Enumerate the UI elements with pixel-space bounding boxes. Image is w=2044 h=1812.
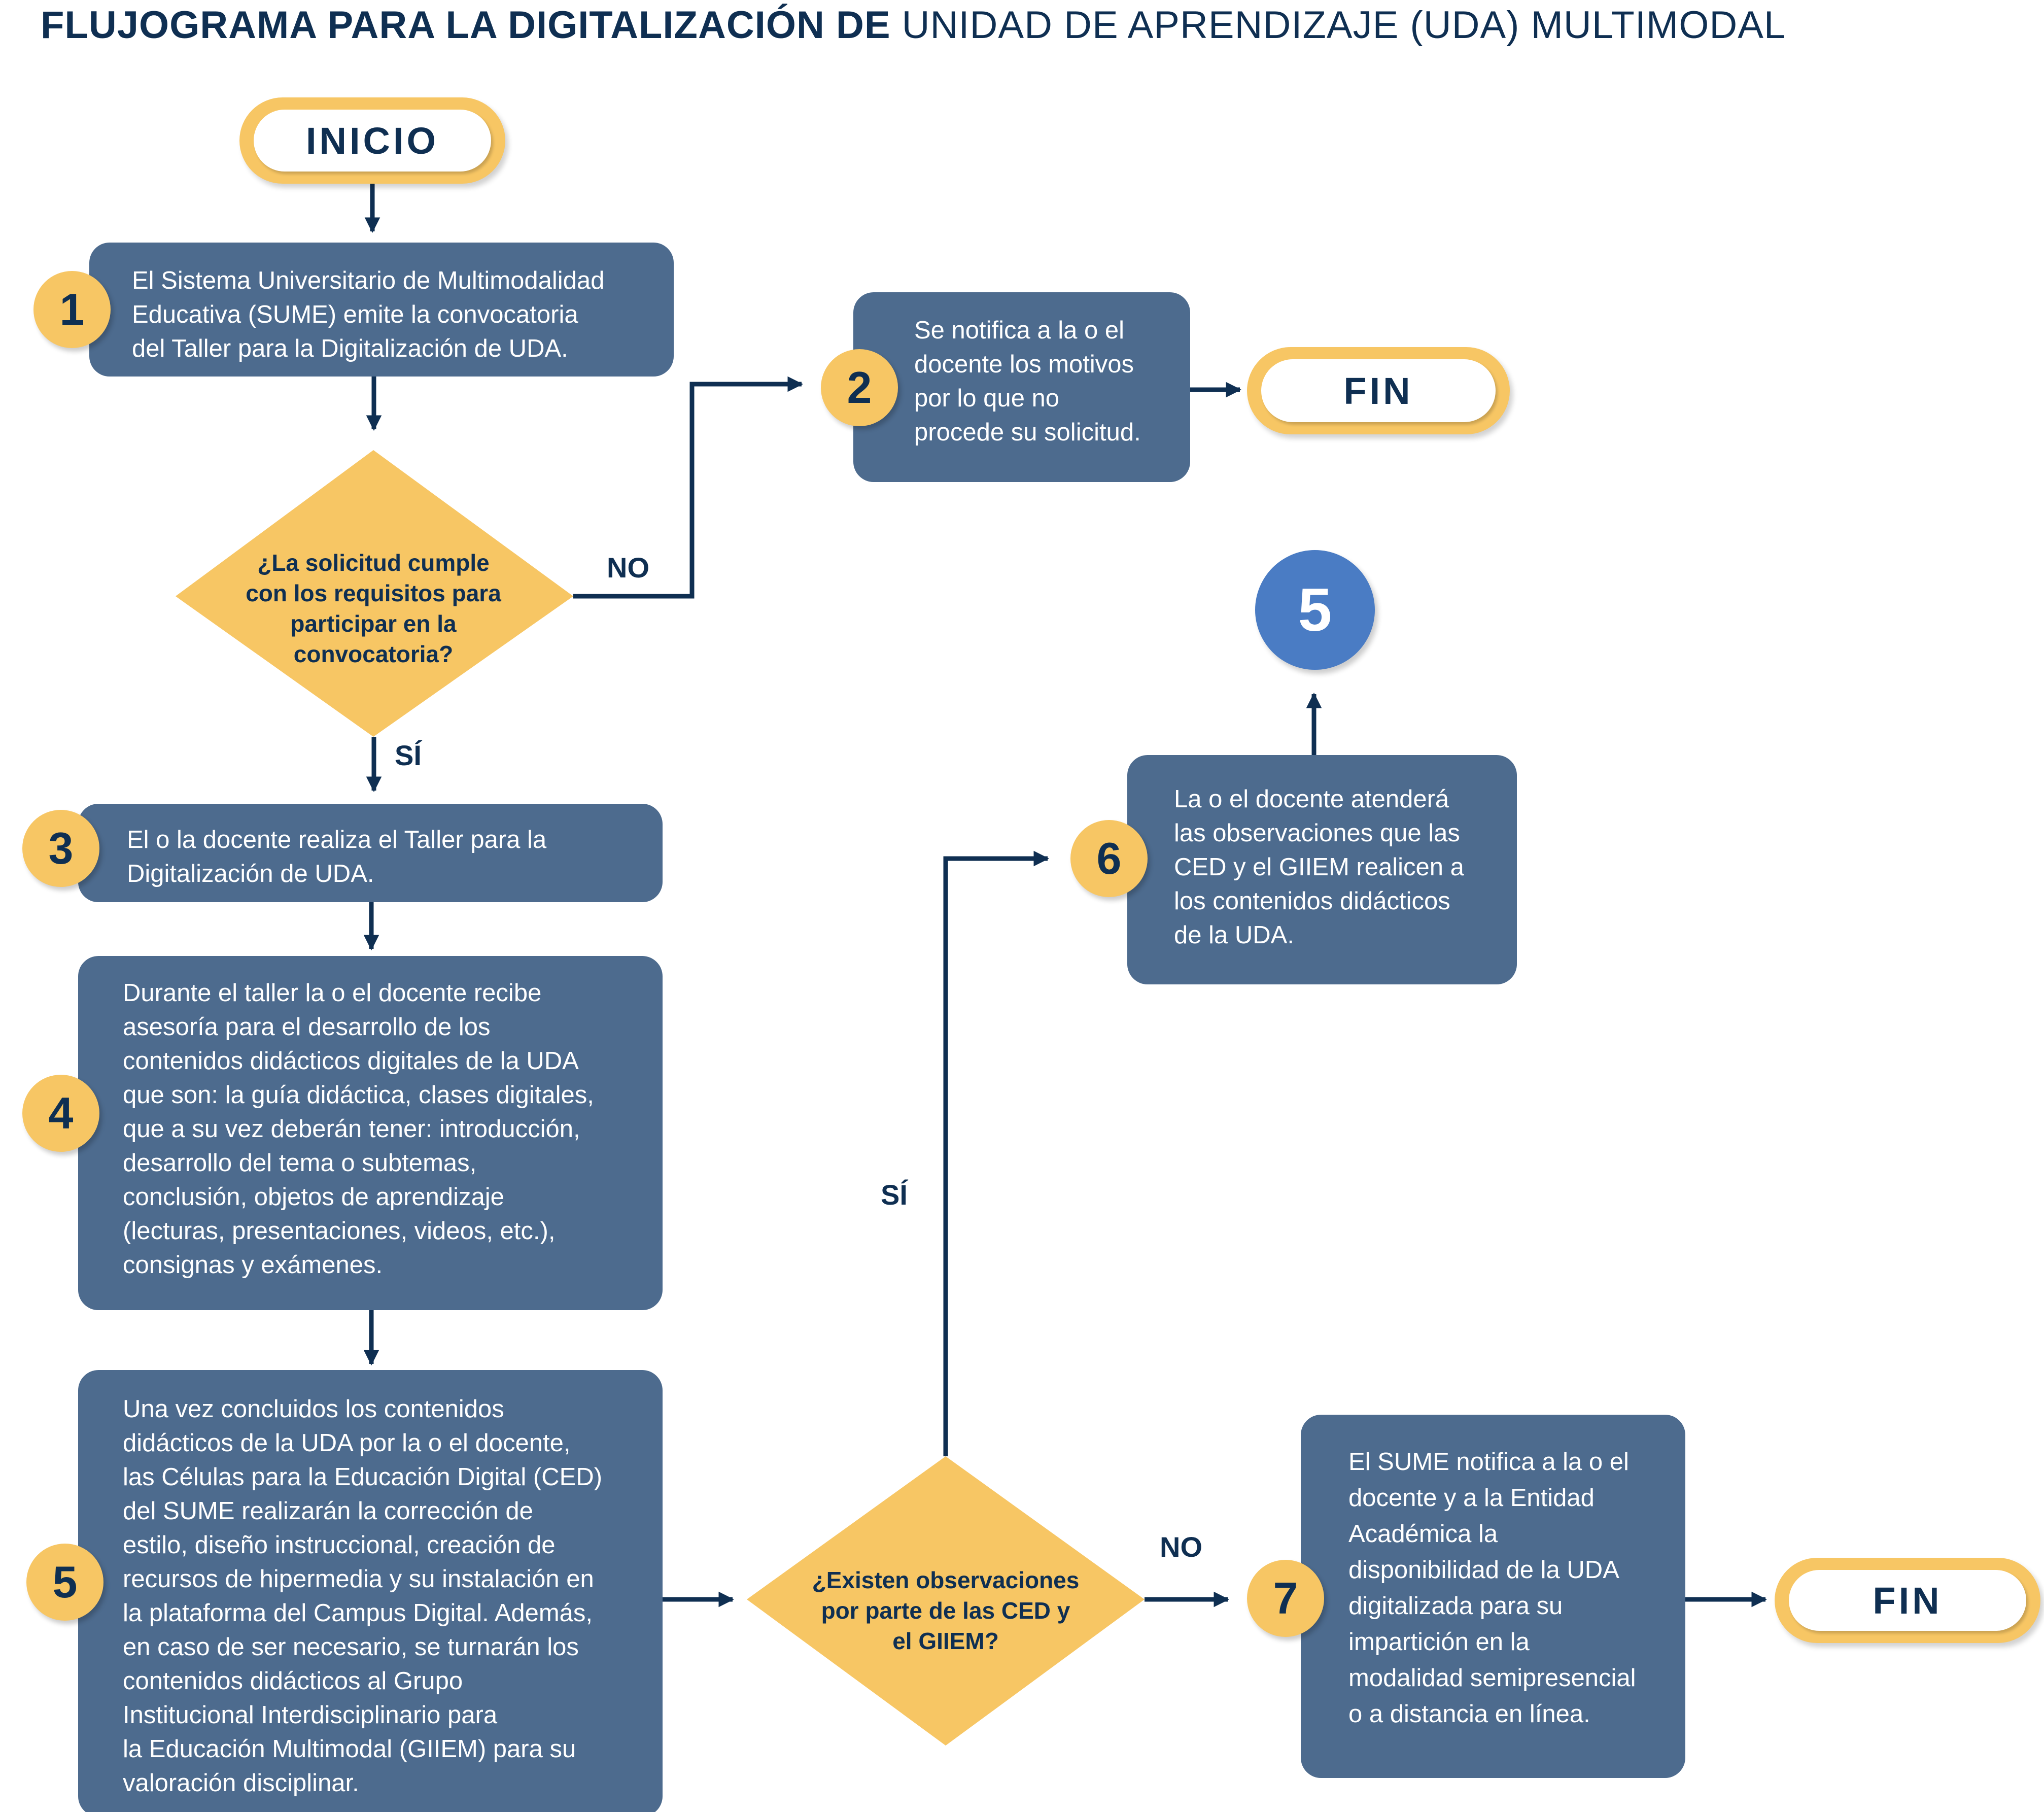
- step-5-box: Una vez concluidos los contenidos didáct…: [78, 1370, 663, 1812]
- step-4-line: Durante el taller la o el docente recibe: [123, 979, 542, 1007]
- step-4-line: desarrollo del tema o subtemas,: [123, 1149, 477, 1177]
- step-6-line: de la UDA.: [1174, 921, 1294, 949]
- step-7-line: o a distancia en línea.: [1348, 1700, 1590, 1728]
- start-terminal: INICIO: [239, 97, 505, 184]
- step-2-line: Se notifica a la o el: [914, 317, 1125, 344]
- step-4-line: conclusión, objetos de aprendizaje: [123, 1183, 504, 1211]
- arrow-decision-yes-to-6: [943, 850, 1050, 1456]
- page-connector-5: 5: [1255, 550, 1375, 670]
- step-1-line: del Taller para la Digitalización de UDA…: [132, 335, 568, 362]
- decision-1-yes-label: SÍ: [395, 739, 422, 771]
- step-7-line: docente y a la Entidad: [1348, 1484, 1595, 1512]
- step-6-line: CED y el GIIEM realicen a: [1174, 853, 1464, 881]
- step-6-line: La o el docente atenderá: [1174, 785, 1449, 813]
- step-4-line: (lecturas, presentaciones, videos, etc.)…: [123, 1217, 556, 1245]
- page-title: FLUJOGRAMA PARA LA DIGITALIZACIÓN DE UNI…: [41, 3, 1786, 47]
- step-2-line: docente los motivos: [914, 351, 1134, 378]
- step-5-line: del SUME realizarán la corrección de: [123, 1497, 533, 1525]
- step-4-line: consignas y exámenes.: [123, 1251, 383, 1279]
- step-5-line: la plataforma del Campus Digital. Además…: [123, 1599, 593, 1627]
- step-7-line: impartición en la: [1348, 1628, 1530, 1656]
- end-terminal-top: FIN: [1247, 347, 1510, 434]
- step-2-badge: 2: [821, 349, 898, 426]
- step-7-line: Académica la: [1348, 1520, 1498, 1548]
- decision-1-text: ¿La solicitud cumple con los requisitos …: [246, 550, 501, 667]
- title-bold: FLUJOGRAMA PARA LA DIGITALIZACIÓN DE: [41, 4, 891, 47]
- step-5-line: Una vez concluidos los contenidos: [123, 1395, 504, 1423]
- decision-1-no-label: NO: [607, 552, 649, 584]
- step-2-line: procede su solicitud.: [914, 419, 1141, 446]
- step-6-line: las observaciones que las: [1174, 819, 1460, 847]
- step-4-line: que a su vez deberán tener: introducción…: [123, 1115, 580, 1143]
- step-4-line: contenidos didácticos digitales de la UD…: [123, 1047, 579, 1075]
- title-regular: UNIDAD DE APRENDIZAJE (UDA) MULTIMODAL: [902, 4, 1786, 47]
- step-7-box: El SUME notifica a la o el docente y a l…: [1301, 1415, 1685, 1778]
- step-4-box: Durante el taller la o el docente recibe…: [78, 956, 663, 1310]
- step-1-line: Educativa (SUME) emite la convocatoria: [132, 301, 578, 328]
- step-4-line: asesoría para el desarrollo de los: [123, 1013, 491, 1041]
- step-3-line: Digitalización de UDA.: [127, 860, 374, 887]
- step-1-line: El Sistema Universitario de Multimodalid…: [132, 267, 605, 294]
- step-5-line: en caso de ser necesario, se turnarán lo…: [123, 1633, 579, 1661]
- decision-2-yes-label: SÍ: [881, 1179, 908, 1211]
- step-3-line: El o la docente realiza el Taller para l…: [127, 826, 547, 853]
- step-7-line: El SUME notifica a la o el: [1348, 1448, 1629, 1476]
- step-7-line: digitalizada para su: [1348, 1592, 1563, 1620]
- decision-2-text: ¿Existen observaciones por parte de las …: [812, 1567, 1080, 1654]
- step-4-badge: 4: [22, 1075, 99, 1152]
- step-5-line: Institucional Interdisciplinario para: [123, 1701, 498, 1729]
- end-label-bottom: FIN: [1873, 1579, 1943, 1622]
- step-5-line: las Células para la Educación Digital (C…: [123, 1463, 603, 1491]
- step-5-line: valoración disciplinar.: [123, 1769, 359, 1797]
- step-6-line: los contenidos didácticos: [1174, 887, 1450, 915]
- step-7-badge: 7: [1247, 1560, 1324, 1637]
- step-6-box: La o el docente atenderá las observacion…: [1127, 755, 1517, 984]
- end-terminal-bottom: FIN: [1775, 1558, 2040, 1643]
- step-3-badge: 3: [22, 810, 99, 887]
- decision-2-no-label: NO: [1160, 1531, 1202, 1563]
- step-5-line: la Educación Multimodal (GIIEM) para su: [123, 1735, 576, 1763]
- step-4-line: que son: la guía didáctica, clases digit…: [123, 1081, 594, 1109]
- step-7-line: modalidad semipresencial: [1348, 1664, 1636, 1692]
- step-1-box: El Sistema Universitario de Multimodalid…: [89, 243, 674, 377]
- step-6-badge: 6: [1070, 820, 1148, 897]
- arrow-decision-no-to-2: [573, 376, 804, 599]
- step-5-line: didácticos de la UDA por la o el docente…: [123, 1429, 571, 1457]
- start-label: INICIO: [305, 119, 439, 162]
- step-2-box: Se notifica a la o el docente los motivo…: [853, 292, 1190, 482]
- step-7-line: disponibilidad de la UDA: [1348, 1556, 1619, 1584]
- end-label-top: FIN: [1343, 369, 1413, 412]
- step-3-box: El o la docente realiza el Taller para l…: [78, 804, 663, 902]
- step-5-badge: 5: [26, 1544, 103, 1621]
- step-2-line: por lo que no: [914, 385, 1060, 412]
- step-5-line: contenidos didácticos al Grupo: [123, 1667, 463, 1695]
- decision-diamond-1: [176, 450, 573, 737]
- step-1-badge: 1: [33, 271, 111, 348]
- decision-diamond-2: [747, 1456, 1145, 1746]
- step-5-line: recursos de hipermedia y su instalación …: [123, 1565, 594, 1593]
- step-5-line: estilo, diseño instruccional, creación d…: [123, 1531, 556, 1559]
